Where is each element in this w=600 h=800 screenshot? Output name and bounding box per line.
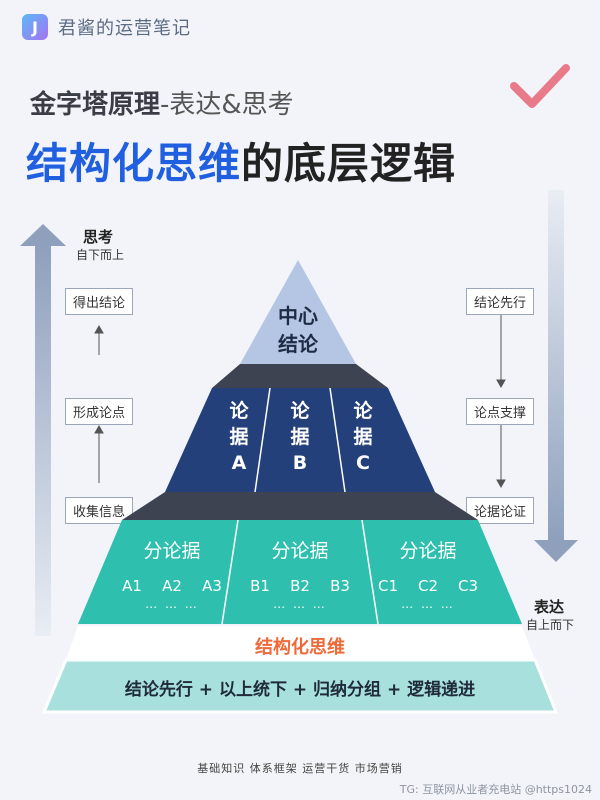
right-box-conclusion-first: 结论先行 [466,288,535,315]
title-highlight: 结构化思维 [26,139,242,188]
right-box-support: 论点支撑 [466,398,535,425]
middle-a-line2: 据 [229,426,249,448]
middle-b-line2: 据 [290,426,310,448]
sub-group-a: 分论据 A1 A2 A3 … … … [112,536,232,611]
down-arrow-icon [534,190,578,562]
top-line-2: 结论 [278,332,318,356]
brand-name: 君酱的运营笔记 [58,18,191,39]
right-box-evidence: 论据论证 [466,497,535,524]
pyramid-top [240,260,356,364]
middle-a-line1: 论 [229,400,249,422]
item-c2: C2 [417,577,439,595]
base-label: 结论先行 + 以上统下 + 归纳分组 + 逻辑递进 [124,680,476,700]
middle-label-c: 论 据 C [338,398,388,476]
pyramid-shadow-1 [212,364,388,388]
subtitle-rest: -表达&思考 [160,90,294,120]
middle-b-line3: B [292,452,308,474]
up-arrow-icon [20,224,66,636]
sub-group-b-items: B1 B2 B3 [240,577,360,595]
subtitle: 金字塔原理-表达&思考 [30,84,294,121]
left-box-conclusion: 得出结论 [65,288,134,315]
left-box-info: 收集信息 [65,497,134,524]
sub-group-c: 分论据 C1 C2 C3 … … … [368,536,488,611]
item-c3: C3 [457,577,479,595]
middle-c-line3: C [356,452,370,474]
item-b2: B2 [290,577,310,595]
middle-label-a: 论 据 A [214,398,264,476]
sub-group-c-label: 分论据 [399,540,457,562]
pyramid-top-label: 中心 结论 [258,302,338,358]
title-rest: 的底层逻辑 [241,139,457,188]
left-caption-bold: 思考 [83,228,114,246]
pyramid-teal-layer [78,520,522,624]
right-caption-bold: 表达 [534,598,565,616]
middle-label-b: 论 据 B [275,398,325,476]
sub-group-a-dots: … … … [145,597,199,611]
pyramid-band [66,626,535,660]
brand-logo: J [22,14,48,40]
item-b1: B1 [250,577,270,595]
pyramid-middle-layer [165,388,435,492]
subtitle-bold: 金字塔原理 [30,90,161,120]
brand: J 君酱的运营笔记 [22,14,191,40]
item-a2: A2 [162,577,182,595]
middle-a-line3: A [231,452,247,474]
footer-tags: 基础知识 体系框架 运营干货 市场营销 [197,762,403,775]
item-a1: A1 [122,577,142,595]
sub-group-c-items: C1 C2 C3 [368,577,488,595]
band-label: 结构化思维 [255,637,345,658]
page-title: 结构化思维的底层逻辑 [26,130,456,191]
middle-b-line1: 论 [290,400,310,422]
right-caption-small: 自上而下 [526,618,575,632]
sub-group-a-items: A1 A2 A3 [112,577,232,595]
pyramid-shadow-2 [122,492,478,520]
item-c1: C1 [377,577,399,595]
sub-group-b: 分论据 B1 B2 B3 … … … [240,536,360,611]
watermark: TG: 互联网从业者充电站 @https1024 [399,783,592,796]
sub-group-a-label: 分论据 [143,540,201,562]
sub-group-b-label: 分论据 [271,540,329,562]
left-caption-small: 自下而上 [76,248,125,262]
item-a3: A3 [202,577,222,595]
sub-group-c-dots: … … … [401,597,455,611]
middle-c-line2: 据 [353,426,373,448]
left-box-points: 形成论点 [65,398,134,425]
top-line-1: 中心 [278,304,318,328]
right-connectors [496,310,506,489]
item-b3: B3 [330,577,350,595]
middle-c-line1: 论 [353,400,373,422]
sub-group-b-dots: … … … [273,597,327,611]
left-connectors [94,324,104,483]
check-icon [510,64,570,108]
